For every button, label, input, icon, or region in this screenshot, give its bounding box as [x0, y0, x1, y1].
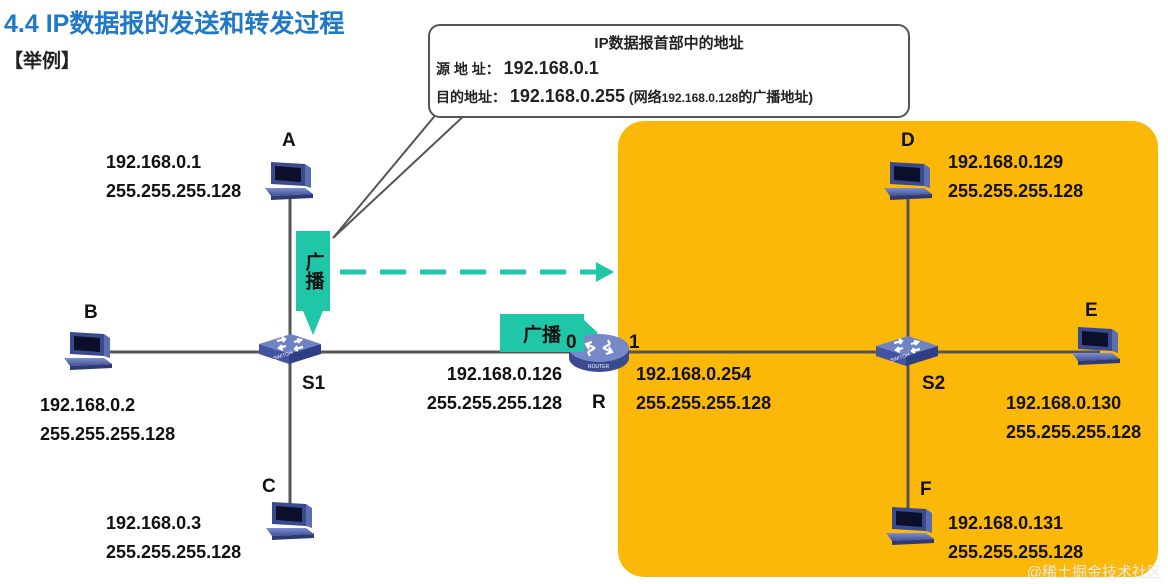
- ip-address: 192.168.0.130: [1006, 393, 1122, 413]
- host-a-address: 192.168.0.1 255.255.255.128: [106, 148, 241, 206]
- dest-note-open: (网络: [628, 89, 662, 105]
- computer-icon[interactable]: [1072, 327, 1120, 365]
- host-f-label: F: [920, 479, 932, 500]
- router-interface-0: 0: [566, 332, 577, 353]
- computer-icon[interactable]: [884, 162, 932, 200]
- switch-icon[interactable]: [257, 332, 323, 366]
- ip-address: 192.168.0.131: [948, 513, 1064, 533]
- ip-address: 192.168.0.129: [948, 152, 1064, 172]
- subnet-mask: 255.255.255.128: [40, 424, 176, 444]
- router-interface-1: 1: [629, 332, 640, 353]
- dest-address-row: 目的地址： 192.168.0.255 (网络192.168.0.128的广播地…: [436, 86, 813, 107]
- router-label: R: [592, 392, 606, 413]
- ip-address: 192.168.0.1: [106, 152, 202, 172]
- source-address-row: 源 地 址： 192.168.0.1: [436, 58, 599, 79]
- dest-address-value: 192.168.0.255: [509, 86, 626, 106]
- computer-icon[interactable]: [265, 162, 313, 200]
- switch-s1-label: S1: [302, 373, 326, 394]
- broadcast-label-horizontal: 广播: [500, 314, 584, 352]
- host-d-address: 192.168.0.129 255.255.255.128: [948, 148, 1083, 206]
- watermark: @稀土掘金技术社区: [1026, 564, 1162, 581]
- address-callout: IP数据报首部中的地址 源 地 址： 192.168.0.1 目的地址： 192…: [428, 24, 910, 118]
- ip-address: 192.168.0.126: [446, 364, 562, 384]
- host-b-label: B: [84, 302, 98, 323]
- computer-icon[interactable]: [64, 332, 112, 370]
- host-c-address: 192.168.0.3 255.255.255.128: [106, 509, 241, 567]
- callout-pointer: [332, 111, 471, 239]
- example-label: 【举例】: [4, 51, 81, 72]
- host-a-label: A: [282, 130, 296, 151]
- slide-title: 4.4 IP数据报的发送和转发过程: [4, 10, 345, 38]
- host-e-label: E: [1085, 300, 1098, 321]
- source-address-value: 192.168.0.1: [503, 58, 599, 78]
- host-e-address: 192.168.0.130 255.255.255.128: [1006, 389, 1141, 447]
- subnet-mask: 255.255.255.128: [426, 393, 562, 413]
- switch-s2-label: S2: [922, 373, 946, 394]
- ip-address: 192.168.0.254: [636, 364, 752, 384]
- ip-address: 192.168.0.3: [106, 513, 202, 533]
- broadcast-label-vertical: 广播: [296, 231, 330, 311]
- computer-icon[interactable]: [266, 502, 314, 540]
- computer-icon[interactable]: [886, 507, 934, 545]
- source-address-label: 源 地 址：: [436, 61, 500, 77]
- subnet-mask: 255.255.255.128: [106, 542, 242, 562]
- dest-address-label: 目的地址：: [436, 89, 506, 105]
- switch-icon[interactable]: [874, 334, 940, 368]
- host-f-address: 192.168.0.131 255.255.255.128: [948, 509, 1083, 567]
- router-left-address: 192.168.0.126 255.255.255.128: [418, 360, 562, 418]
- subnet-mask: 255.255.255.128: [106, 181, 242, 201]
- arrowhead: [596, 262, 614, 282]
- host-c-label: C: [262, 476, 276, 497]
- subnet-mask: 255.255.255.128: [636, 393, 772, 413]
- host-b-address: 192.168.0.2 255.255.255.128: [40, 391, 175, 449]
- ip-address: 192.168.0.2: [40, 395, 136, 415]
- subnet-mask: 255.255.255.128: [1006, 422, 1142, 442]
- subnet-mask: 255.255.255.128: [948, 542, 1084, 562]
- dest-note-network: 192.168.0.128: [661, 91, 739, 105]
- dest-note-close: 的广播地址): [738, 89, 813, 105]
- router-right-address: 192.168.0.254 255.255.255.128: [636, 360, 771, 418]
- subnet-mask: 255.255.255.128: [948, 181, 1084, 201]
- callout-title: IP数据报首部中的地址: [594, 35, 744, 52]
- host-d-label: D: [901, 130, 915, 151]
- broadcast-arrowhead-down: [303, 311, 323, 335]
